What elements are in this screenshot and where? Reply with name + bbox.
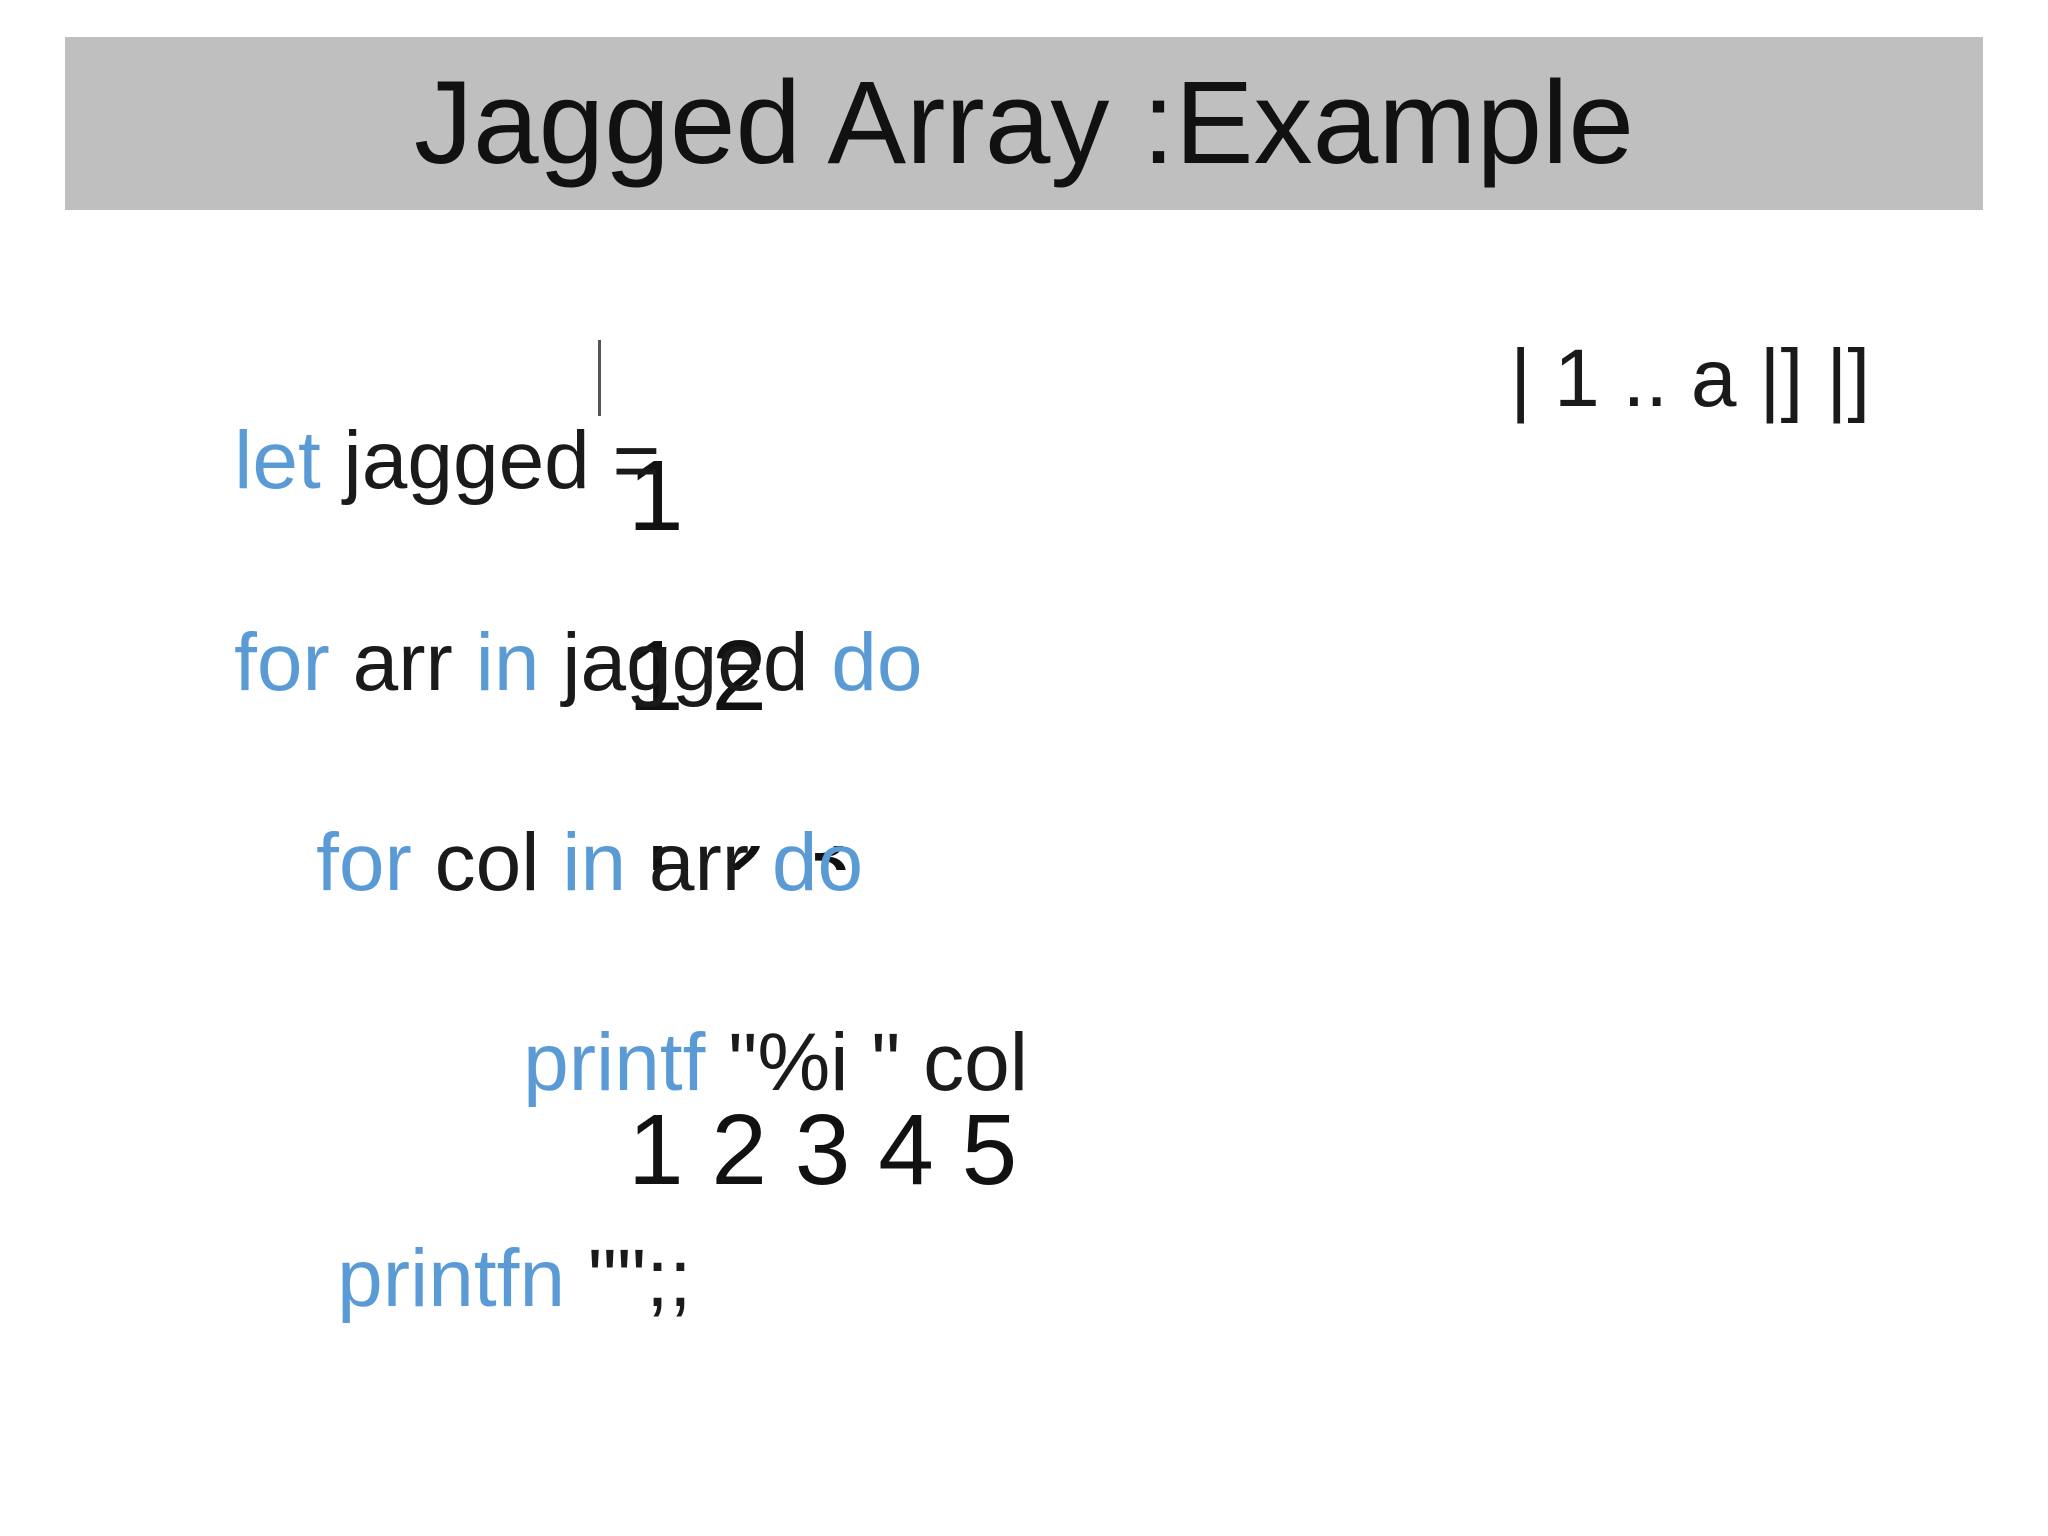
text-cursor [598, 340, 601, 416]
keyword-do: do [771, 817, 864, 908]
code-text: "";; [565, 1233, 692, 1324]
code-text: jagged = [320, 415, 684, 506]
code-text: arr [626, 817, 772, 908]
keyword-let: let [234, 415, 321, 506]
code-line-3: for col in arr do [225, 740, 863, 986]
code-text: arr [329, 617, 476, 708]
code-text: col [411, 817, 563, 908]
code-line-1-tail: | 1 .. a |] |] [1510, 333, 1871, 424]
keyword-printf: printf [523, 1017, 706, 1108]
output-row-3: 1 2 3 [628, 808, 851, 870]
slide-title: Jagged Array :Example [414, 57, 1634, 189]
keyword-for: for [234, 617, 330, 708]
code-text: "%i " col [705, 1017, 1028, 1108]
code-line-4: printf "%i " col [432, 940, 1028, 1186]
title-bar: Jagged Array :Example [65, 37, 1983, 210]
code-line-5: printfn "";; [246, 1156, 692, 1402]
code-line-1: let jagged = [143, 338, 683, 584]
code-text: jagged [539, 617, 832, 708]
keyword-in: in [475, 617, 540, 708]
keyword-do: do [831, 617, 923, 708]
keyword-printfn: printfn [337, 1233, 566, 1324]
keyword-for: for [316, 817, 412, 908]
code-line-2: for arr in jagged do [143, 540, 923, 786]
keyword-in: in [562, 817, 627, 908]
